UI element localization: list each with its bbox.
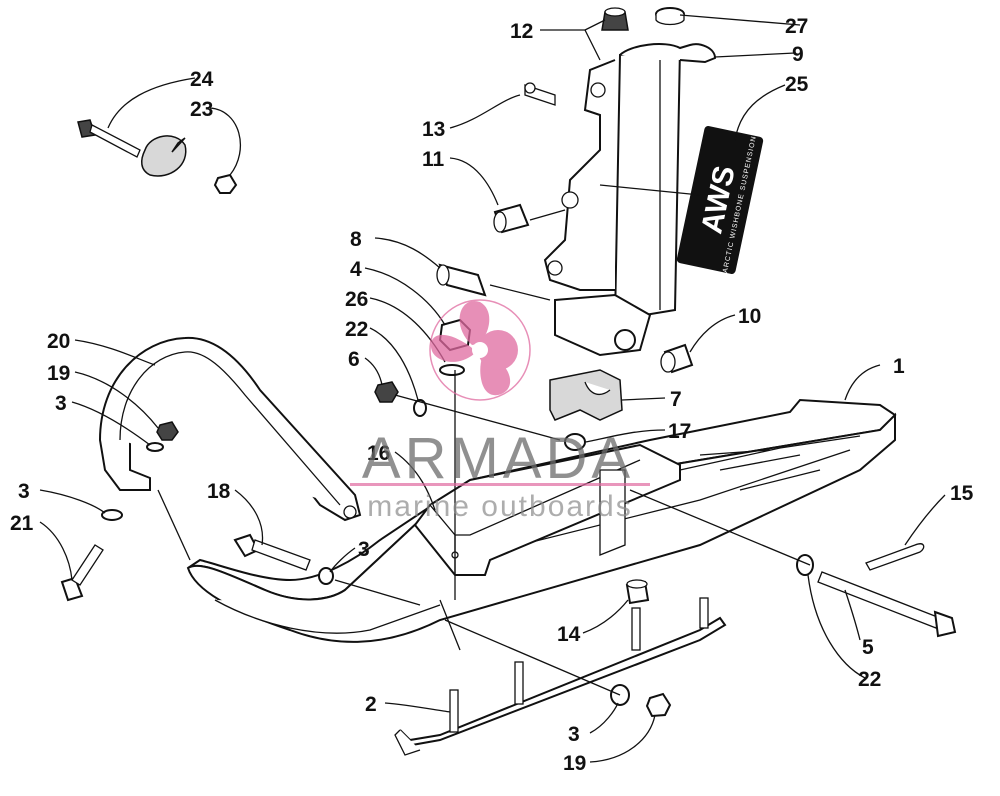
watermark: ARMADA marine outboards (350, 299, 650, 523)
bushing-14 (625, 579, 650, 605)
stopper-23 (140, 135, 187, 177)
bushing-10 (660, 343, 694, 374)
watermark-propeller-icon (429, 299, 531, 401)
callout-3d: 3 (568, 723, 580, 746)
aws-decal: AWS ARCTIC WISHBONE SUSPENSION (676, 126, 764, 274)
callout-1: 1 (893, 355, 905, 378)
callout-9: 9 (792, 43, 804, 66)
callout-16: 16 (367, 442, 390, 465)
callout-leaders (39, 14, 946, 763)
nut-23 (213, 173, 238, 194)
callout-11: 11 (422, 148, 445, 171)
rubber-stop (549, 369, 623, 421)
callout-13: 13 (422, 118, 445, 141)
watermark-title: ARMADA (362, 426, 634, 491)
bolt-24 (77, 119, 141, 158)
nut-19a (156, 421, 179, 441)
washer-26 (439, 364, 465, 376)
callout-5: 5 (862, 636, 874, 659)
callout-2: 2 (365, 693, 377, 716)
grease-cap (601, 7, 629, 31)
callout-15: 15 (950, 482, 974, 505)
callout-4: 4 (350, 258, 362, 281)
cotter-pin (865, 543, 925, 571)
washer-3c (101, 509, 123, 521)
callout-26: 26 (345, 288, 368, 311)
axis-lines (157, 184, 811, 696)
ski-loop (98, 336, 362, 522)
spindle-cap (655, 7, 685, 26)
grease-fitting (524, 82, 556, 106)
nut-6 (374, 381, 399, 403)
callout-14: 14 (557, 623, 581, 646)
spindle (543, 43, 717, 357)
washer-3a (146, 442, 164, 452)
callout-25: 25 (785, 73, 809, 96)
bolt-21 (60, 544, 104, 602)
callout-22a: 22 (345, 318, 368, 341)
callout-3b: 3 (358, 538, 370, 561)
callout-17: 17 (668, 420, 691, 443)
callout-3a: 3 (55, 392, 67, 415)
watermark-underline (350, 483, 650, 486)
callout-22b: 22 (858, 668, 881, 691)
callout-6: 6 (348, 348, 360, 371)
washer-3b (318, 567, 334, 585)
callout-labels: 12 27 9 25 24 23 13 11 8 4 26 22 10 1 6 … (10, 15, 974, 775)
ski-saddle (413, 443, 681, 576)
callout-23: 23 (190, 98, 213, 121)
bushing-8 (436, 263, 487, 297)
callout-20: 20 (47, 330, 70, 353)
bushing-11 (493, 203, 530, 234)
callout-10: 10 (738, 305, 761, 328)
callout-3c: 3 (18, 480, 30, 503)
callout-19a: 19 (47, 362, 70, 385)
callout-24: 24 (190, 68, 214, 91)
washer-22a (413, 399, 427, 417)
bolt-18 (233, 533, 311, 571)
callout-12: 12 (510, 20, 533, 43)
callout-27: 27 (785, 15, 808, 38)
washer-22b (796, 554, 814, 576)
callout-19b: 19 (563, 752, 586, 775)
callout-8: 8 (350, 228, 362, 251)
wear-bar (394, 597, 727, 756)
nut-19b (645, 692, 672, 718)
callout-18: 18 (207, 480, 231, 503)
watermark-subtitle: marine outboards (367, 490, 632, 523)
callout-7: 7 (670, 388, 682, 411)
callout-21: 21 (10, 512, 34, 535)
bolt-5 (817, 571, 957, 638)
